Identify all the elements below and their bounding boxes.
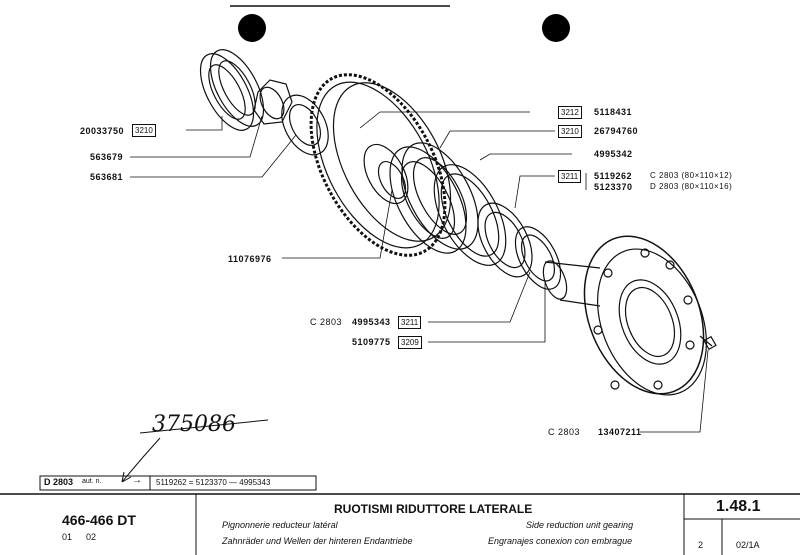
ref-box: 3210 bbox=[558, 125, 582, 138]
leader-lines bbox=[130, 111, 709, 433]
hex-nut-icon bbox=[253, 79, 293, 125]
page-number: 2 bbox=[698, 540, 704, 550]
section-number: 1.48.1 bbox=[716, 498, 761, 515]
ref-box: 3211 bbox=[558, 170, 582, 183]
part-number: 563681 bbox=[90, 172, 124, 182]
oil-seal-icon bbox=[477, 202, 533, 278]
serial-note-arrow: → bbox=[132, 475, 142, 486]
title-spanish: Engranajes conexion con embrague bbox=[488, 536, 633, 546]
title-block-frame bbox=[0, 475, 800, 555]
edition-1: 01 bbox=[62, 532, 73, 542]
stud-bolt-icon bbox=[699, 335, 717, 351]
part-number: 11076976 bbox=[228, 254, 272, 264]
shim-ring-icon bbox=[514, 226, 562, 290]
title-german: Zahnräder und Wellen der hinteren Endant… bbox=[222, 536, 413, 546]
handwritten-arrow-icon bbox=[121, 419, 269, 483]
punch-hole-icon bbox=[542, 14, 570, 42]
ref-box: 3212 bbox=[558, 106, 582, 119]
title-italian: RUOTISMI RIDUTTORE LATERALE bbox=[334, 502, 533, 516]
part-prefix: C 2803 bbox=[548, 427, 581, 437]
part-prefix: C 2803 bbox=[310, 317, 343, 327]
spacer-ring-icon bbox=[433, 164, 507, 266]
part-number: 5109775 bbox=[352, 337, 391, 347]
handwritten-number: 375086 bbox=[152, 412, 236, 437]
part-number: 26794760 bbox=[594, 126, 639, 136]
ref-box: 3210 bbox=[132, 124, 156, 137]
title-french: Pignonnerie reducteur latéral bbox=[222, 520, 338, 530]
title-english: Side reduction unit gearing bbox=[526, 520, 634, 530]
edition-2: 02 bbox=[86, 532, 97, 542]
roller-bearing-icon bbox=[199, 49, 265, 131]
part-number: 20033750 bbox=[80, 126, 125, 136]
part-number: 5118431 bbox=[594, 107, 633, 117]
serial-note-suffix: aut. n. bbox=[82, 478, 102, 485]
punch-hole-icon bbox=[238, 14, 266, 42]
model-name: 466-466 DT bbox=[62, 512, 136, 528]
serial-note-label: D 2803 bbox=[44, 477, 74, 487]
part-number: 5123370 bbox=[594, 182, 633, 192]
part-note: C 2803 (80×110×12) bbox=[650, 171, 733, 180]
part-number: 5119262 bbox=[594, 171, 633, 181]
part-number: 13407211 bbox=[598, 427, 642, 437]
ref-box: 3209 bbox=[398, 336, 422, 349]
part-number: 563679 bbox=[90, 152, 124, 162]
sheet-number: 02/1A bbox=[736, 540, 760, 550]
part-note: D 2803 (80×110×16) bbox=[650, 182, 733, 191]
flanged-shaft-icon bbox=[542, 235, 708, 396]
serial-note-text: 5119262 = 5123370 — 4995343 bbox=[156, 478, 271, 487]
ref-box: 3211 bbox=[398, 316, 422, 329]
part-number: 4995343 bbox=[352, 317, 391, 327]
washer-icon bbox=[281, 94, 329, 156]
part-number: 4995342 bbox=[594, 149, 633, 159]
